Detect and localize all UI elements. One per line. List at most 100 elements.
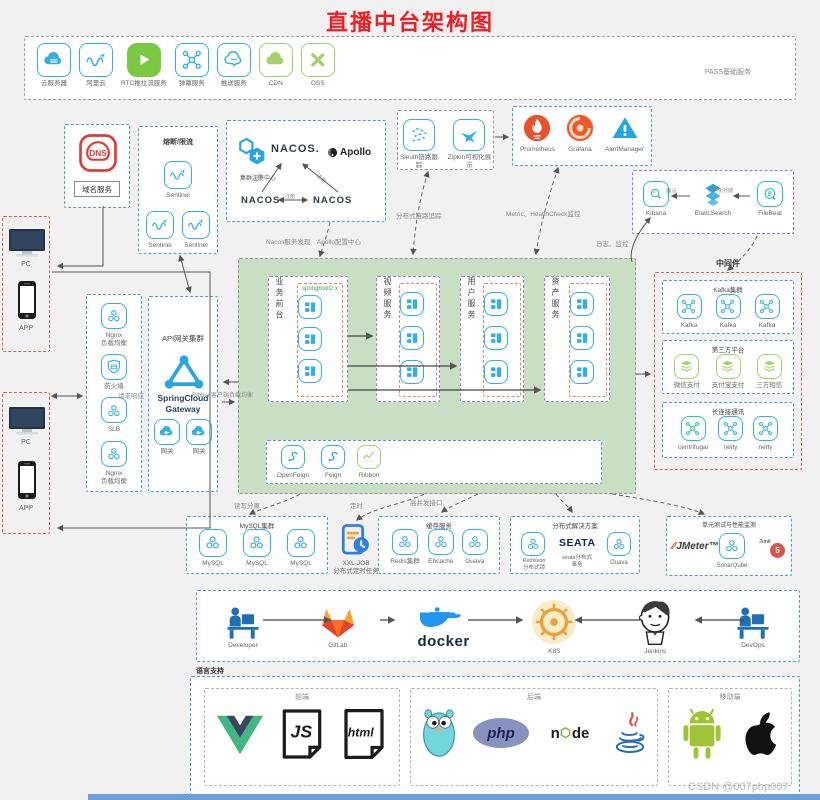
kibana-label: Kibana bbox=[645, 210, 667, 217]
cloud-server-label: 云服务器 bbox=[41, 80, 67, 87]
ribbon: Ribbon bbox=[357, 445, 382, 480]
mysql-label: MySQL bbox=[202, 560, 224, 567]
seata-logo: SEATA bbox=[559, 537, 596, 549]
pc-icon bbox=[7, 405, 47, 437]
instance-box bbox=[399, 283, 437, 397]
backend-title: 后端 bbox=[527, 694, 541, 701]
nginx-lb: Nginx 负载均衡 bbox=[101, 303, 127, 348]
sentinel-top: Sentinel bbox=[139, 161, 217, 200]
feign-label: Feign bbox=[325, 472, 342, 479]
docker-label: docker bbox=[417, 632, 470, 650]
nacos-node-left: NACOS bbox=[241, 195, 281, 206]
junit-label: Junit bbox=[759, 539, 771, 545]
sentinel-icon bbox=[182, 211, 210, 239]
edge-nacos-note: Nacos服务发现 Apollo配置中心 bbox=[266, 239, 361, 246]
cache-title: 缓存服务 bbox=[426, 523, 452, 530]
redisson-icon bbox=[521, 532, 545, 556]
service-instance-icon bbox=[570, 360, 594, 384]
mobile-box: 移动端 bbox=[668, 688, 792, 786]
edge-request-response: 请求响应 bbox=[118, 393, 144, 400]
service-instance bbox=[484, 360, 508, 384]
kibana-icon bbox=[643, 181, 669, 207]
redis-cluster: Redis集群 bbox=[390, 529, 420, 566]
nacos-hex-icon bbox=[235, 134, 269, 168]
grafana: Grafana bbox=[565, 113, 595, 154]
kafka-icon bbox=[676, 294, 702, 319]
service-instance-icon bbox=[484, 326, 508, 350]
netty: netty bbox=[718, 416, 743, 452]
edge-trace: 分布式链路追踪 bbox=[396, 213, 442, 220]
devops-label: DevOps bbox=[741, 642, 765, 649]
service-instance-icon bbox=[298, 295, 322, 319]
service-instance bbox=[400, 292, 424, 316]
elasticsearch-label: ElaticSearch bbox=[694, 210, 732, 217]
service-group-asset: 资产服务 bbox=[544, 276, 610, 402]
sentinel-label: Sentinel bbox=[184, 242, 208, 249]
watermark: CSDN @007php007 bbox=[688, 781, 789, 793]
ehcache: Ehcache bbox=[427, 529, 454, 566]
mobile-title: 移动端 bbox=[719, 694, 741, 701]
gateway-node: 网关 bbox=[154, 419, 180, 456]
sentinel-title: 熔断/限流 bbox=[163, 139, 193, 146]
group-label: 用户服务 bbox=[467, 277, 476, 321]
k8s-label: K8S bbox=[548, 648, 561, 655]
gateway-node-icon bbox=[154, 419, 180, 445]
mysql-label: MySQL bbox=[246, 560, 268, 567]
app-instances bbox=[484, 284, 520, 384]
service-instance bbox=[400, 326, 424, 350]
xxljob-icon bbox=[338, 522, 372, 558]
edge-structured: 结构化存储 bbox=[708, 188, 734, 194]
devops-icon bbox=[733, 605, 773, 639]
sentinel: Sentinel bbox=[182, 211, 210, 250]
rtc-stream-icon bbox=[126, 43, 161, 77]
svg-text:DNS: DNS bbox=[89, 148, 107, 158]
gateway-title: API网关集群 bbox=[161, 334, 205, 343]
kafka-label: Kafka bbox=[758, 322, 776, 329]
slb: SLB bbox=[101, 397, 127, 434]
app-icon bbox=[17, 459, 37, 501]
sonarqube-icon bbox=[719, 533, 745, 559]
service-instance bbox=[298, 327, 322, 351]
edge-timing: 定时 bbox=[350, 503, 363, 510]
sleuth-icon bbox=[402, 119, 435, 151]
html-file-icon: html bbox=[339, 707, 389, 761]
rtc-stream-label: RTC推拉流服务 bbox=[121, 80, 167, 87]
guava-icon bbox=[607, 532, 631, 556]
service-instance bbox=[298, 359, 322, 383]
redisson-label: Redisson 分布式锁 bbox=[522, 558, 546, 571]
firewall-icon bbox=[101, 354, 127, 381]
pc-icon bbox=[7, 227, 47, 259]
sleuth-label: Sleuth链路跟踪 bbox=[400, 154, 438, 170]
service-instance-icon bbox=[484, 360, 508, 384]
edge-register-3: 注册 bbox=[285, 194, 296, 200]
grafana-icon bbox=[565, 113, 595, 143]
developer-label: Developer bbox=[228, 642, 258, 649]
service-instance bbox=[570, 360, 594, 384]
vue-icon bbox=[215, 712, 265, 756]
cdn-icon bbox=[258, 43, 293, 77]
app-label: APP bbox=[18, 505, 33, 512]
third-party-items: 微信支付支付宝支付三方短信 bbox=[663, 341, 793, 390]
middleware-title: 中间件 bbox=[716, 259, 740, 268]
sms-third-party-label: 三方短信 bbox=[756, 382, 783, 389]
testing-title: 单元测试与性能监测 bbox=[701, 523, 756, 529]
slb-icon bbox=[101, 397, 127, 424]
elasticsearch: ElaticSearch bbox=[694, 181, 732, 218]
sleuth: Sleuth链路跟踪 bbox=[398, 119, 440, 170]
sentinel-icon bbox=[164, 161, 192, 189]
nginx-lb: Nginx 负载均衡 bbox=[101, 440, 127, 486]
service-instance-icon bbox=[298, 359, 322, 383]
